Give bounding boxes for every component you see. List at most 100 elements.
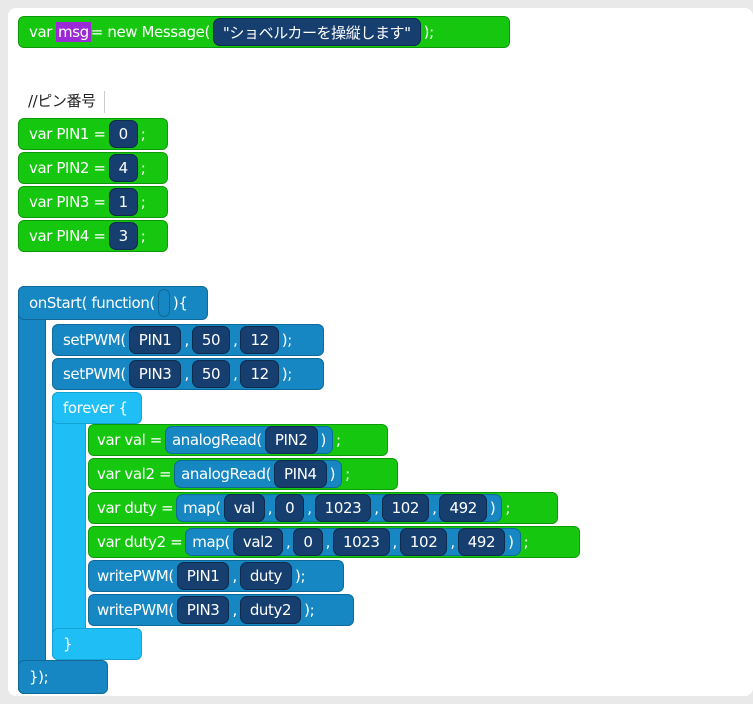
pin-label: var PIN2 = [29,159,106,177]
writepwm-text: writePWM( [97,567,174,585]
freq-arg-slot[interactable]: 50 [191,326,231,354]
map-call[interactable]: map( val2 , 0 , 1023 , 102 , 492 ) [185,528,521,556]
map-arg[interactable]: val2 [232,528,284,556]
comma: , [307,499,312,517]
comma: , [392,533,398,551]
close-paren: ) [489,499,496,517]
onstart-end: }); [29,668,49,686]
pin-label: var PIN1 = [29,125,106,143]
map-arg[interactable]: 102 [381,494,430,522]
writepwm-text: writePWM( [97,601,174,619]
var-keyword: var [29,23,53,41]
decl-text: var val = [97,431,162,449]
close-paren: ) [320,431,327,449]
analogread-text: analogRead( [181,465,272,483]
analogread-arg[interactable]: PIN2 [264,426,318,454]
pin-label: var PIN4 = [29,227,106,245]
pin3-declaration[interactable]: var PIN3 = 1 ; [18,186,168,218]
freq-arg-slot[interactable]: 50 [191,360,231,388]
pin-comment[interactable]: //ピン番号 [28,90,105,113]
bits-arg-slot[interactable]: 12 [240,360,279,388]
pin-value-slot[interactable]: 4 [108,154,138,182]
pin-label: var PIN3 = [29,193,106,211]
comma: , [267,499,273,517]
pin-value-slot[interactable]: 1 [108,188,138,216]
map-arg[interactable]: val [223,494,265,522]
text-cursor [103,90,105,113]
forever-text: forever { [63,399,128,417]
comma: , [325,533,331,551]
duty-declaration[interactable]: var duty = map( val , 0 , 1023 , 102 , 4… [88,492,558,524]
analogread-arg[interactable]: PIN4 [274,460,327,488]
duty-arg-slot[interactable]: duty2 [239,596,302,624]
function-params-slot[interactable] [157,289,170,317]
code-canvas: var msg = new Message( "ショベルカーを操縦します" );… [8,8,753,696]
forever-block[interactable] [52,392,86,660]
pin-value-slot[interactable]: 3 [108,222,138,250]
map-arg[interactable]: 1023 [332,528,390,556]
val-declaration[interactable]: var val = analogRead( PIN2 ) ; [88,424,388,456]
decl-text: var duty2 = [97,533,183,551]
onstart-close: ){ [172,294,188,312]
map-call[interactable]: map( val , 0 , 1023 , 102 , 492 ) [176,494,503,522]
onstart-block[interactable] [18,286,46,694]
analogread-call[interactable]: analogRead( PIN2 ) [164,426,333,454]
map-text: map( [192,533,230,551]
pin-arg-slot[interactable]: PIN3 [176,596,230,624]
comma: , [233,365,238,383]
pin-arg-slot[interactable]: PIN1 [176,562,230,590]
semicolon: ; [140,227,146,245]
semicolon: ; [505,499,510,517]
pin-arg-slot[interactable]: PIN1 [128,326,182,354]
onstart-footer[interactable]: }); [18,660,108,694]
semicolon: ; [140,193,146,211]
comma: , [233,331,238,349]
duty-arg-slot[interactable]: duty [239,562,292,590]
setpwm-pin1-block[interactable]: setPWM( PIN1 , 50 , 12 ); [52,324,324,356]
pin1-declaration[interactable]: var PIN1 = 0 ; [18,118,168,150]
onstart-header[interactable]: onStart( function( ){ [18,286,208,320]
comma: , [232,567,237,585]
map-arg[interactable]: 492 [439,494,487,522]
val2-declaration[interactable]: var val2 = analogRead( PIN4 ) ; [88,458,398,490]
line-end: ); [281,365,293,383]
writepwm-pin3-block[interactable]: writePWM( PIN3 , duty2 ); [88,594,354,626]
analogread-call[interactable]: analogRead( PIN4 ) [174,460,343,488]
pin-value-slot[interactable]: 0 [108,120,138,148]
duty2-declaration[interactable]: var duty2 = map( val2 , 0 , 1023 , 102 ,… [88,526,580,558]
semicolon: ; [523,533,529,551]
comma: , [450,533,455,551]
comment-text: //ピン番号 [28,92,96,110]
setpwm-text: setPWM( [63,331,126,349]
message-declaration-block[interactable]: var msg = new Message( "ショベルカーを操縦します" ); [18,16,510,48]
pin2-declaration[interactable]: var PIN2 = 4 ; [18,152,168,184]
decl-text: var val2 = [97,465,172,483]
line-end: ); [295,567,306,585]
semicolon: ; [345,465,350,483]
semicolon: ; [335,431,341,449]
setpwm-text: setPWM( [63,365,126,383]
pin-arg-slot[interactable]: PIN3 [128,360,182,388]
map-arg[interactable]: 102 [399,528,448,556]
comma: , [374,499,379,517]
pin4-declaration[interactable]: var PIN4 = 3 ; [18,220,168,252]
forever-footer[interactable]: } [52,628,142,660]
onstart-text: onStart( function( [29,294,155,312]
bits-arg-slot[interactable]: 12 [240,326,279,354]
close-paren: ) [508,533,514,551]
line-end: ); [304,601,315,619]
message-string-slot[interactable]: "ショベルカーを操縦します" [212,18,421,46]
forever-header[interactable]: forever { [52,392,142,424]
map-arg[interactable]: 492 [457,528,506,556]
forever-end: } [63,635,73,653]
map-arg[interactable]: 0 [293,528,323,556]
semicolon: ; [140,125,146,143]
line-end: ); [423,23,435,41]
writepwm-pin1-block[interactable]: writePWM( PIN1 , duty ); [88,560,344,592]
map-arg[interactable]: 1023 [314,494,372,522]
setpwm-pin3-block[interactable]: setPWM( PIN3 , 50 , 12 ); [52,358,324,390]
semicolon: ; [140,159,146,177]
variable-name-msg[interactable]: msg [56,22,91,42]
map-arg[interactable]: 0 [275,494,305,522]
new-message-text: = new Message( [90,23,211,41]
